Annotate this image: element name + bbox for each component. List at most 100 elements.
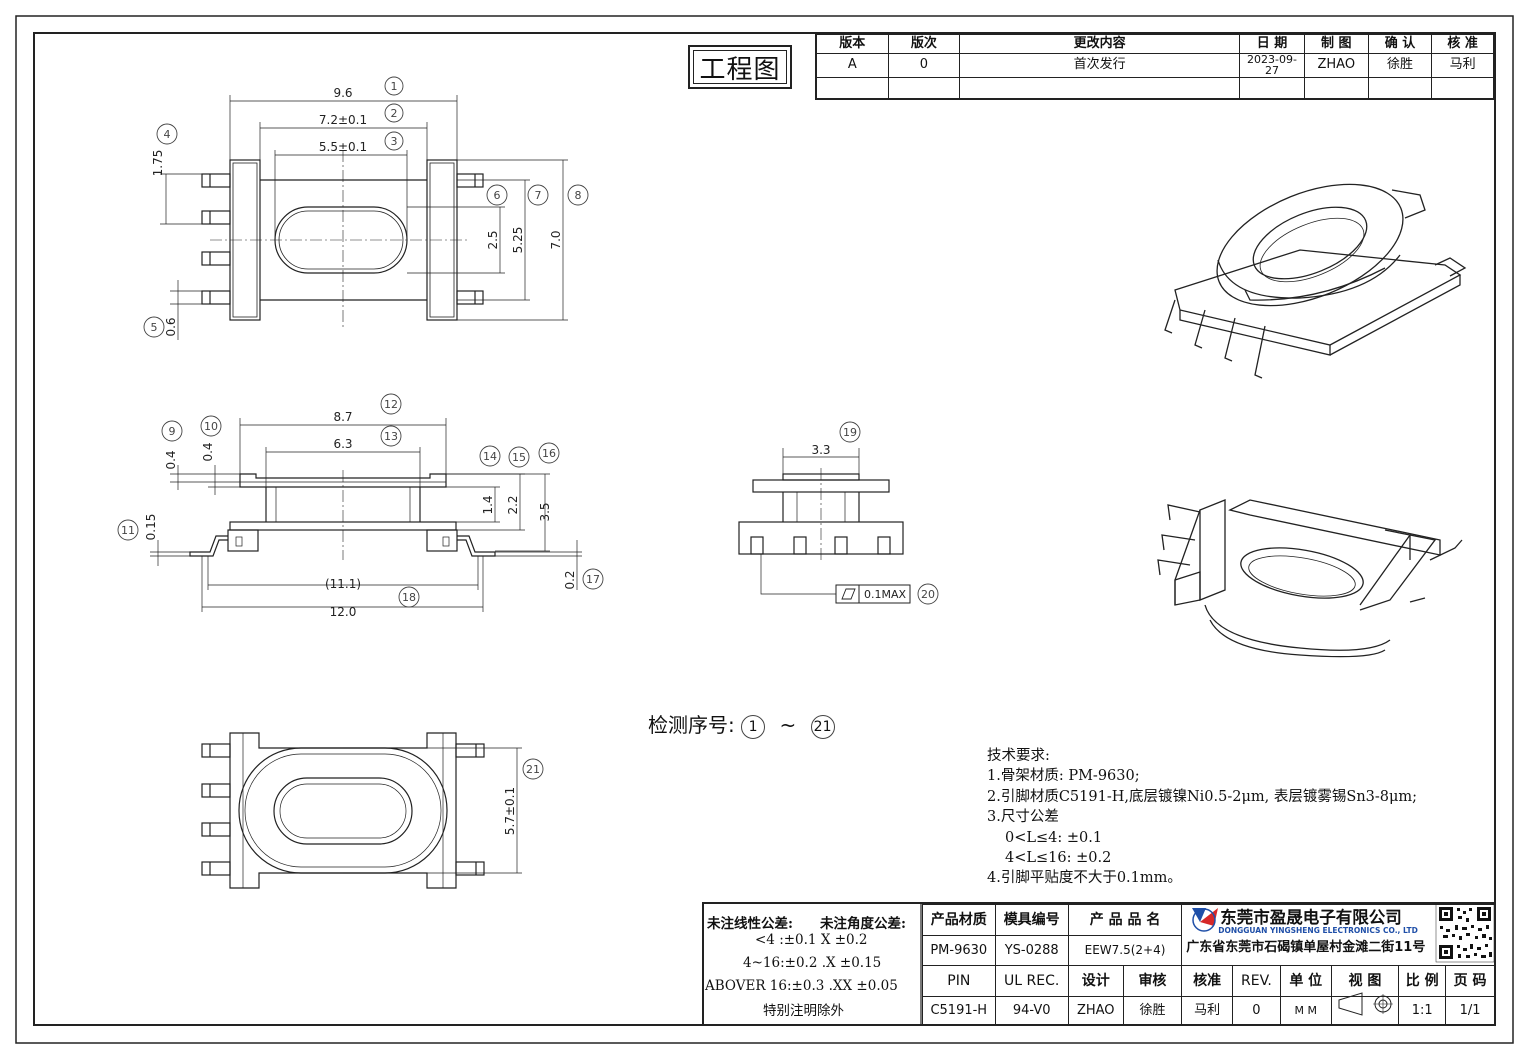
outer-frame: [15, 15, 1514, 1044]
balloon-11-label: 11: [121, 524, 135, 537]
iso-view-bottom: [1157, 499, 1463, 658]
tech-line-5: 4<L≤16: ±0.2: [1005, 850, 1112, 867]
tolerance-note: 未注线性公差: 未注角度公差: <4 :±0.1 X ±0.2 4~16:±0.…: [703, 905, 919, 1023]
balloon-7-label: 7: [535, 189, 542, 202]
rev-cell-edition: 0: [887, 52, 961, 78]
side-view: [150, 418, 582, 612]
dim-3-5: 3.5: [538, 502, 552, 521]
dim-5-5: 5.5±0.1: [319, 140, 367, 154]
end-view-labels: 3.3 0.1MAX: [811, 443, 906, 601]
balloon-3: [384, 131, 404, 151]
dim-3-3: 3.3: [811, 443, 830, 457]
rev-header-approve: 核 准: [1431, 33, 1495, 54]
inspection-tilde: ~: [779, 713, 797, 737]
balloon-10-label: 10: [204, 420, 218, 433]
tb-page: 1/1: [1445, 996, 1495, 1025]
tb-pin: C5191-H: [922, 996, 996, 1025]
balloon-16-label: 16: [542, 447, 556, 460]
inspection-label: 检测序号:: [648, 713, 735, 737]
tb-view-symbol-cell: [1330, 996, 1400, 1025]
balloon-16: [538, 442, 560, 464]
balloon-6: [486, 184, 508, 206]
balloon-1: [384, 76, 404, 96]
tb-scale: 1:1: [1398, 996, 1447, 1025]
dim-9-6: 9.6: [333, 86, 352, 100]
balloon-15-label: 15: [512, 451, 526, 464]
balloon-19-label: 19: [843, 426, 857, 439]
tech-line-1: 1.骨架材质: PM-9630;: [987, 768, 1140, 785]
balloon-17-label: 17: [586, 573, 600, 586]
inspection-end-balloon: 21: [810, 714, 835, 739]
tol-line-4: 特别注明除外: [763, 1003, 844, 1019]
tol-line-2: 4~16:±0.2 .X ±0.15: [743, 955, 882, 971]
tol-line-1: <4 :±0.1 X ±0.2: [755, 932, 868, 948]
tb-ul-label: UL REC.: [994, 965, 1069, 997]
balloon-14-label: 14: [483, 450, 497, 463]
balloon-5: [143, 316, 165, 338]
balloon-8-label: 8: [575, 189, 582, 202]
balloon-14: [479, 445, 501, 467]
balloon-12: [380, 393, 402, 415]
tb-ul: 94-V0: [994, 996, 1069, 1025]
tech-line-6: 4.引脚平贴度不大于0.1mm。: [987, 870, 1182, 887]
balloon-8: [567, 184, 589, 206]
tb-material-label: 产品材质: [922, 904, 996, 936]
tech-line-2: 2.引脚材质C5191-H,底层镀镍Ni0.5-2μm, 表层镀雾锡Sn3-8μ…: [987, 788, 1418, 805]
title-block-frame: [702, 902, 1496, 1026]
tech-title: 技术要求:: [987, 748, 1050, 764]
dim-6-3: 6.3: [333, 437, 352, 451]
balloon-6-label: 6: [494, 189, 501, 202]
tb-unit: M M: [1279, 996, 1332, 1025]
balloon-19: [839, 421, 861, 443]
revision-table: 版本 版次 更改内容 日 期 制 图 确 认 核 准 A 0 首次发行 2023…: [815, 33, 1495, 101]
rev-header-date: 日 期: [1239, 33, 1305, 54]
tb-designer: ZHAO: [1067, 996, 1124, 1025]
balloon-20-label: 20: [921, 588, 935, 601]
balloon-18-label: 18: [402, 591, 416, 604]
dim-5-25: 5.25: [511, 227, 525, 254]
balloon-group: [117, 76, 939, 780]
dim-flatness: 0.1MAX: [864, 588, 907, 601]
tb-product-label: 产 品 品 名: [1067, 904, 1183, 936]
dim-12-0: 12.0: [330, 605, 357, 619]
balloon-12-label: 12: [384, 398, 398, 411]
rev-cell-version: A: [815, 52, 889, 78]
tb-page-label: 页 码: [1445, 965, 1495, 997]
tech-line-4: 0<L≤4: ±0.1: [1005, 829, 1103, 846]
tb-rev: 0: [1231, 996, 1281, 1025]
balloon-9-label: 9: [169, 425, 176, 438]
dim-8-7: 8.7: [333, 410, 352, 424]
balloon-18: [398, 586, 420, 608]
end-view: [738, 448, 911, 604]
balloon-5-label: 5: [151, 321, 158, 334]
tech-line-3: 3.尺寸公差: [987, 809, 1059, 826]
rev-header-version: 版本: [815, 33, 889, 54]
balloon-4-label: 4: [164, 128, 171, 141]
tb-product: EEW7.5(2+4): [1067, 935, 1183, 966]
balloon-13-label: 13: [384, 430, 398, 443]
balloon-2: [384, 103, 404, 123]
top-view-labels: 9.6 7.2±0.1 5.5±0.1 1.75 0.6 2.5 5.25 7.…: [151, 86, 563, 337]
title-block-table: 产品材质 模具编号 产 品 品 名 东莞市盈晟电子有限公司 DONGGUAN Y…: [922, 904, 1495, 1025]
dim-2-2: 2.2: [506, 495, 520, 514]
company-address: 广东省东莞市石碣镇单屋村金滩二街11号: [1186, 940, 1426, 956]
rev-header-edition: 版次: [887, 33, 961, 54]
tb-scale-label: 比 例: [1398, 965, 1447, 997]
company-name-cn: 东莞市盈晟电子有限公司: [1220, 908, 1402, 927]
tb-view-label: 视 图: [1330, 965, 1400, 997]
balloon-15: [508, 446, 530, 468]
dim-0-15: 0.15: [144, 514, 158, 541]
tb-material: PM-9630: [922, 935, 996, 966]
company-name-en: DONGGUAN YINGSHENG ELECTRONICS CO., LTD: [1218, 926, 1418, 936]
dim-1-4: 1.4: [481, 495, 495, 514]
rev-cell-date: 2023-09-27: [1239, 52, 1305, 78]
tol-line-3: ABOVER 16:±0.3 .XX ±0.05: [705, 978, 898, 994]
top-view: [160, 95, 568, 340]
tol-linear-label: 未注线性公差:: [707, 916, 793, 932]
tb-mold-label: 模具编号: [994, 904, 1069, 936]
balloon-11: [117, 519, 139, 541]
dim-1-75: 1.75: [151, 150, 165, 177]
balloon-7: [527, 184, 549, 206]
tb-mold: YS-0288: [994, 935, 1069, 966]
